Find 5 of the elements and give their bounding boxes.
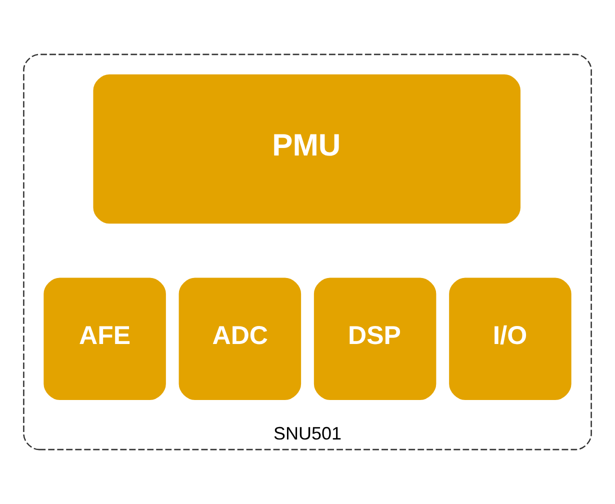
node-box: ADC xyxy=(178,278,302,400)
node-box: AFE xyxy=(44,278,166,400)
node-box: PMU xyxy=(93,74,520,224)
node-box: I/O xyxy=(449,278,572,400)
node-box: DSP xyxy=(314,278,436,400)
